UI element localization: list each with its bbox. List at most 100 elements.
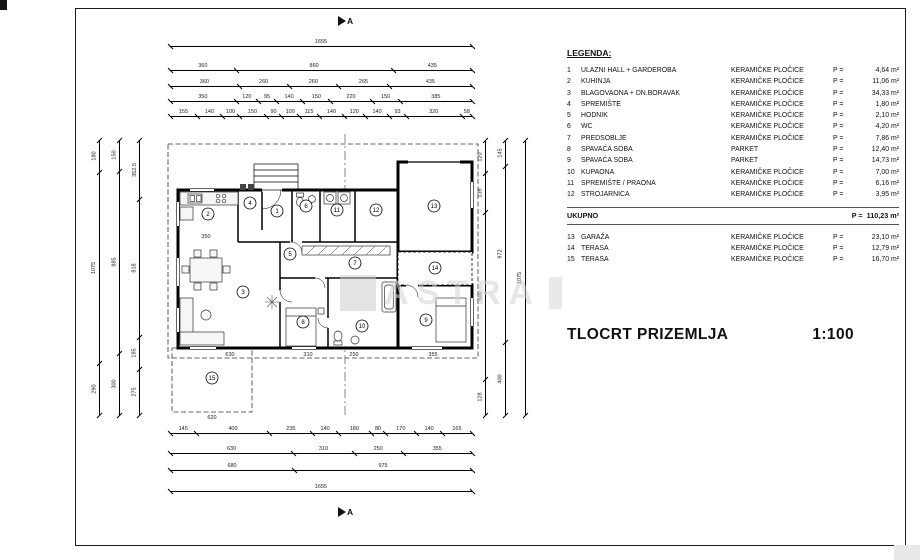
dim-label: 1075 bbox=[516, 140, 525, 415]
plan-dim: 630 bbox=[225, 352, 234, 358]
dim-label: 165 bbox=[452, 426, 462, 432]
room-number: 1 bbox=[275, 209, 279, 215]
legend-cell: P = bbox=[833, 112, 844, 120]
dim-label: 220 bbox=[346, 94, 356, 100]
section-marker-bottom: A bbox=[338, 507, 353, 517]
legend-cell: KUHINJA bbox=[581, 78, 611, 86]
legend-cell: 6,16 m² bbox=[875, 179, 899, 187]
legend-cell: GARAŽA bbox=[581, 233, 610, 241]
section-marker-label: A bbox=[347, 16, 354, 26]
legend-cell: P = bbox=[833, 256, 844, 264]
legend-total-row: UKUPNO P = 110,23 m² bbox=[567, 206, 899, 225]
dim-label: 120 bbox=[242, 94, 252, 100]
dim-label-text: 818 bbox=[131, 263, 138, 273]
section-arrow-icon bbox=[338, 507, 346, 517]
legend-cell: KUPAONA bbox=[581, 168, 615, 176]
dim-label-text: 290 bbox=[91, 384, 98, 394]
dim-label: 250 bbox=[373, 446, 383, 452]
dim-label: 235 bbox=[286, 426, 296, 432]
dim-label: 260 bbox=[308, 79, 318, 85]
room-number: 9 bbox=[424, 318, 428, 324]
dim-label: 680 bbox=[227, 463, 237, 469]
legend-cell: 16,70 m² bbox=[871, 256, 899, 264]
room-number: 2 bbox=[206, 212, 210, 218]
dim-label: 290 bbox=[90, 363, 99, 415]
dim-label-text: 185 bbox=[131, 348, 138, 358]
legend-total-area: 110,23 m² bbox=[866, 211, 899, 221]
plan-dim: 310 bbox=[303, 352, 312, 358]
plan-dim: 250 bbox=[349, 352, 358, 358]
dim-label: 630 bbox=[226, 446, 237, 452]
legend-cell: P = bbox=[833, 123, 844, 131]
legend-cell: BLAGOVAONA + DN.BORAVAK bbox=[581, 89, 680, 97]
dim-label: 115 bbox=[304, 109, 314, 115]
room-number: 11 bbox=[334, 208, 341, 214]
dim-label-text: 275 bbox=[131, 387, 138, 397]
room-number: 12 bbox=[373, 208, 380, 214]
floor-plan: 1 2 3 4 5 6 7 8 9 10 11 12 13 14 15 350 … bbox=[167, 134, 479, 420]
legend-cell: KERAMIČKE PLOČICE bbox=[731, 191, 804, 199]
dim-label-text: 352.5 bbox=[131, 162, 138, 177]
dim-col-right-3: 1075 bbox=[516, 137, 529, 419]
dim-label: 95 bbox=[264, 94, 271, 100]
legend-cell: P = bbox=[833, 100, 844, 108]
sheet-border bbox=[75, 8, 906, 546]
legend-cell: KERAMIČKE PLOČICE bbox=[731, 134, 804, 142]
legend-cell: ULAZNI HALL + GARDEROBA bbox=[581, 67, 677, 74]
dim-label: 90 bbox=[270, 109, 277, 115]
dim-label: 275 bbox=[130, 369, 139, 415]
dim-label: 1655 bbox=[314, 484, 328, 490]
room-number: 15 bbox=[209, 376, 216, 382]
legend-cell: 11 bbox=[567, 179, 575, 187]
dim-label: 400 bbox=[496, 342, 505, 415]
legend-cell: P = bbox=[833, 89, 844, 97]
dim-row-top-1: 1655 bbox=[167, 38, 476, 50]
dim-label: 140 bbox=[326, 109, 337, 115]
dim-label: 360 bbox=[198, 63, 208, 69]
legend-cell: 12,79 m² bbox=[871, 244, 899, 252]
dim-label-text: 972 bbox=[497, 249, 504, 259]
dim-label: 140 bbox=[372, 109, 382, 115]
legend-cell: 15 bbox=[567, 256, 575, 264]
dim-label: 170 bbox=[396, 426, 406, 432]
dim-label: 320 bbox=[429, 109, 439, 115]
dim-label-text: 400 bbox=[497, 374, 504, 384]
dim-label: 400 bbox=[228, 426, 238, 432]
legend-cell: PARKET bbox=[731, 146, 759, 154]
legend-total-value: P = 110,23 m² bbox=[852, 211, 899, 220]
dim-label: 180 bbox=[90, 140, 99, 172]
legend-cell: 5 bbox=[567, 112, 571, 120]
legend-cell: 8 bbox=[567, 146, 571, 154]
dim-label: 818 bbox=[130, 199, 139, 337]
legend-cell: SPREMIŠTE bbox=[581, 100, 621, 108]
dim-label: 140 bbox=[320, 426, 330, 432]
legend-cell: 14 bbox=[567, 244, 575, 252]
legend-total-label: UKUPNO bbox=[567, 211, 599, 221]
dim-label: 352.5 bbox=[130, 140, 139, 199]
drawing-title: TLOCRT PRIZEMLJA bbox=[567, 326, 729, 343]
dim-label: 93 bbox=[394, 109, 401, 115]
legend-cell: HODNIK bbox=[581, 112, 608, 120]
section-arrow-icon bbox=[338, 16, 346, 26]
dim-label: 150 bbox=[247, 109, 258, 115]
dim-label: 140 bbox=[284, 94, 294, 100]
dim-label-text: 300 bbox=[111, 379, 118, 389]
legend-cell: 9 bbox=[567, 157, 571, 165]
dim-label: 100 bbox=[225, 109, 236, 115]
legend-cell: 4,64 m² bbox=[875, 67, 899, 74]
legend-cell: 2,10 m² bbox=[875, 112, 899, 120]
legend-cell: P = bbox=[833, 191, 844, 199]
dim-label: 860 bbox=[309, 63, 319, 69]
dim-label: 355 bbox=[432, 446, 442, 452]
